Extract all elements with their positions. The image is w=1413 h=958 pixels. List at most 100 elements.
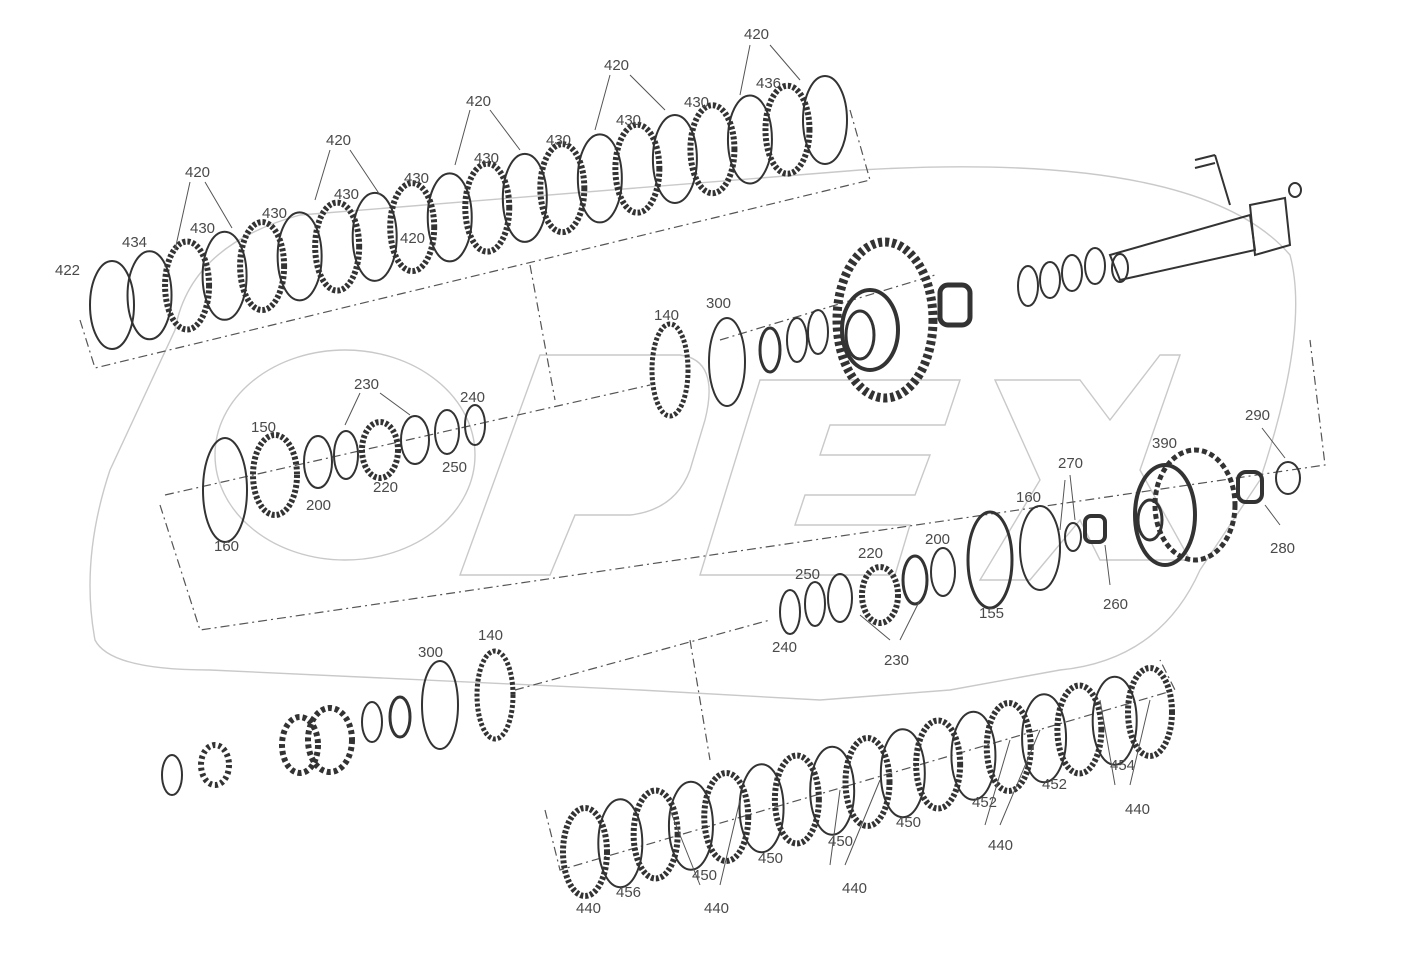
bottom-pack-disc <box>842 735 893 829</box>
top-pack-disc <box>726 94 773 185</box>
top-pack-disc <box>612 121 663 216</box>
callout-c6: 420 <box>400 230 425 247</box>
top-pack-disc <box>237 219 288 314</box>
watermark-letter-p <box>459 354 710 576</box>
upper-middle-ring <box>1039 261 1061 299</box>
top-pack-disc <box>89 260 135 350</box>
callout-c36: 155 <box>979 605 1004 622</box>
top-pack-disc <box>687 102 738 197</box>
bottom-pack-disc <box>1091 675 1138 766</box>
middle-left-ring <box>400 415 430 465</box>
callout-c3: 420 <box>466 93 491 110</box>
lower-guides <box>514 619 771 761</box>
callout-c49: 440 <box>842 880 867 897</box>
callout-c16: 430 <box>684 94 709 111</box>
callout-c12: 430 <box>404 170 429 187</box>
bottom-pack-disc <box>701 770 752 864</box>
lower-middle-ring <box>804 581 826 627</box>
callout-c38: 230 <box>884 652 909 669</box>
callout-c48: 450 <box>758 850 783 867</box>
bottom-pack-disc <box>738 763 785 854</box>
callout-c28: 390 <box>1152 435 1177 452</box>
upper-middle-ring <box>708 317 746 407</box>
callout-c29: 270 <box>1058 455 1083 472</box>
top-pack-disc <box>276 211 323 302</box>
callout-c39: 300 <box>418 644 443 661</box>
upper-middle-ring <box>1084 247 1106 285</box>
callout-c22: 150 <box>251 419 276 436</box>
callout-c46: 450 <box>896 814 921 831</box>
top-pack-disc <box>537 141 588 236</box>
top-pack-disc <box>426 172 473 263</box>
lower-left-ring <box>421 660 459 750</box>
lower-middle-ring <box>1064 522 1082 552</box>
callout-c17: 436 <box>756 75 781 92</box>
callout-c34: 200 <box>925 531 950 548</box>
bottom-pack-disc <box>809 745 856 836</box>
callout-c33: 220 <box>858 545 883 562</box>
callout-c1: 420 <box>185 164 210 181</box>
top-pack-disc <box>312 199 363 294</box>
callout-labels: 4204204204204204204224344304304304304304… <box>55 26 1295 917</box>
leader-lines <box>174 44 1286 886</box>
middle-outline <box>159 339 1326 631</box>
input-shaft <box>1108 154 1302 283</box>
lower-middle-ring <box>1019 505 1061 591</box>
upper-middle-ring <box>758 326 782 374</box>
callout-c4: 420 <box>604 57 629 74</box>
disc-rings <box>89 75 1301 899</box>
callout-c23: 250 <box>442 459 467 476</box>
bottom-pack-disc <box>1054 682 1105 777</box>
top-pack-disc <box>762 82 813 177</box>
watermark-ring <box>214 349 476 561</box>
callout-c15: 430 <box>616 112 641 129</box>
callout-c11: 430 <box>334 186 359 203</box>
top-pack-outline <box>79 109 871 369</box>
callout-c47: 450 <box>828 833 853 850</box>
middle-left-ring <box>464 404 486 446</box>
bottom-pack-disc <box>560 805 610 899</box>
callout-c25: 200 <box>306 497 331 514</box>
callout-c30: 160 <box>1016 489 1041 506</box>
callout-c53: 440 <box>576 900 601 917</box>
bottom-pack-disc <box>771 752 822 847</box>
top-pack-disc <box>387 180 438 275</box>
middle-left-ring <box>434 409 460 455</box>
lower-middle-ring <box>1275 461 1301 495</box>
middle-left-ring <box>250 432 300 518</box>
callout-c45: 440 <box>988 837 1013 854</box>
callout-c14: 430 <box>546 132 571 149</box>
upper-middle-ring <box>1017 265 1039 307</box>
middle-left-ring <box>202 437 248 543</box>
bottom-pack-disc <box>913 717 964 812</box>
watermark-letter-e <box>699 379 961 576</box>
callout-c35: 250 <box>795 566 820 583</box>
upper-middle-ring <box>807 309 829 355</box>
bottom-pack-disc <box>1125 665 1175 759</box>
top-pack-disc <box>126 250 173 341</box>
bottom-pack-disc <box>950 710 997 801</box>
top-pack-disc <box>462 160 513 255</box>
clutch-drum <box>1083 447 1264 567</box>
callout-c19: 300 <box>706 295 731 312</box>
middle-left-ring <box>333 430 359 480</box>
bottom-pack-disc <box>1021 693 1068 784</box>
lower-left-ring <box>474 648 516 742</box>
large-gear <box>832 237 973 403</box>
top-pack-disc <box>501 152 548 243</box>
upper-middle-ring <box>786 317 808 363</box>
top-pack-disc <box>351 191 398 282</box>
bottom-pack-disc <box>597 798 644 889</box>
top-pack-disc <box>651 113 698 204</box>
bottom-pack-disc <box>879 728 926 819</box>
top-pack-disc <box>802 75 848 165</box>
top-pack-disc <box>201 230 248 321</box>
callout-c41: 454 <box>1110 757 1135 774</box>
callout-c27: 290 <box>1245 407 1270 424</box>
middle-left-ring <box>303 435 333 489</box>
top-pack-disc <box>162 238 213 333</box>
lower-gears <box>161 419 901 796</box>
bottom-pack-disc <box>630 787 681 882</box>
lower-middle-ring <box>966 510 1014 610</box>
